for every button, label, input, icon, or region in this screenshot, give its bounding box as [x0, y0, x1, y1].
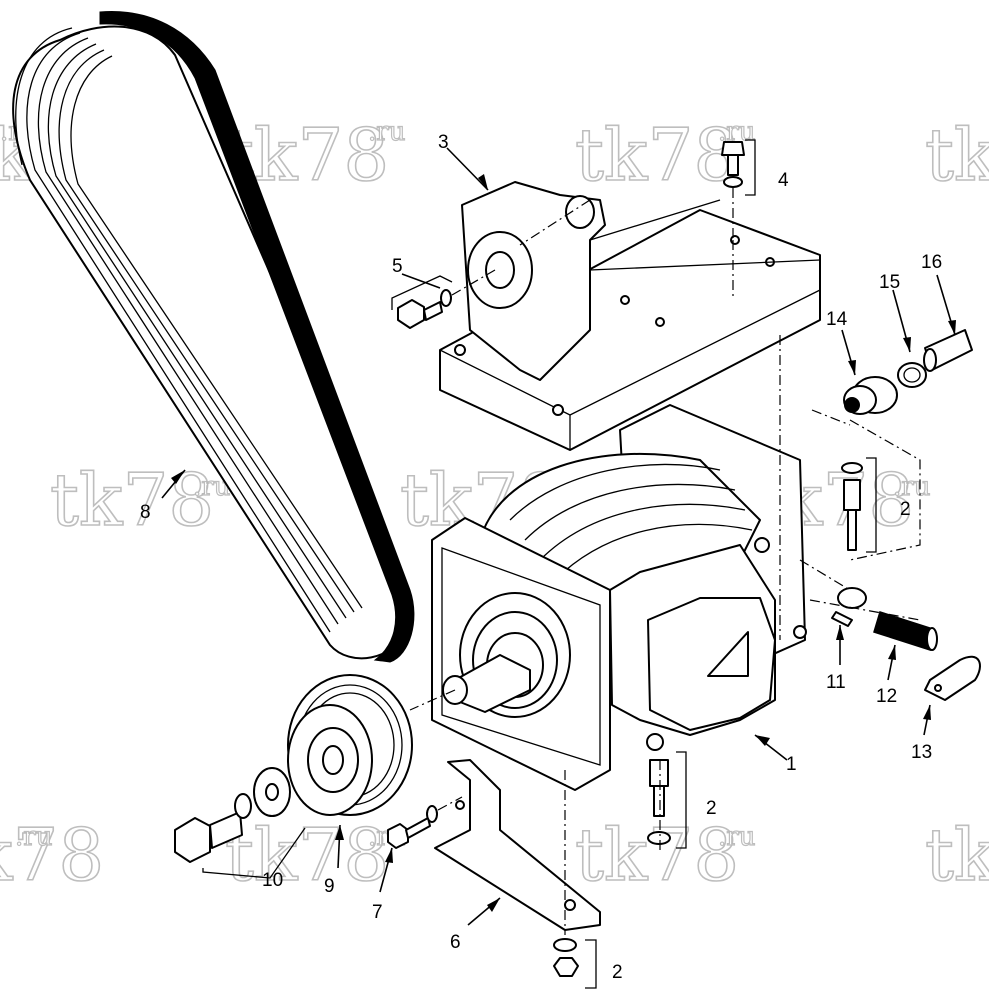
ferrule: [897, 362, 927, 388]
sleeve: [873, 611, 938, 652]
callout-3: 3: [438, 132, 449, 153]
watermark: tk78 .ru: [49, 457, 231, 543]
callout-4: 4: [778, 170, 789, 191]
callout-10: 10: [262, 870, 283, 891]
bolt-and-washer-top: [721, 139, 756, 240]
bolt-set-right: [841, 457, 877, 553]
svg-text:tk78: tk78: [925, 813, 989, 897]
leader-lines: [161, 147, 956, 926]
svg-text:.ru: .ru: [718, 822, 755, 852]
svg-text:tk78: tk78: [575, 113, 739, 197]
svg-text:tk78: tk78: [50, 458, 214, 542]
bolt-set-bottom: [647, 751, 687, 849]
callout-13: 13: [911, 742, 932, 763]
callout-6: 6: [450, 932, 461, 953]
svg-text:tk78: tk78: [925, 113, 989, 197]
pulley-bolt-and-washers: [174, 767, 306, 879]
p-clamp: [924, 655, 981, 701]
watermark: tk78 .ru: [574, 112, 756, 198]
callout-2: 2: [900, 499, 911, 520]
assembly-lines: [409, 199, 921, 935]
svg-text:tk78: tk78: [0, 813, 104, 897]
callout-labels: 1 2 2 2 3 4 5 6 7 8 9 10 11 12 13 14 15 …: [140, 132, 942, 983]
callout-14: 14: [826, 309, 848, 330]
callout-5: 5: [392, 256, 403, 277]
callout-12: 12: [876, 686, 897, 707]
watermark: tk78: [924, 112, 989, 198]
callout-8: 8: [140, 502, 151, 523]
nut-and-washer-bottom: [553, 938, 597, 989]
svg-text:.ru: .ru: [368, 117, 405, 147]
callout-2: 2: [706, 798, 717, 819]
svg-text:tk78: tk78: [225, 813, 389, 897]
bolt-and-washer-left: [391, 269, 496, 329]
watermark: tk78 .ru: [0, 812, 105, 898]
watermark: tk78 .ru: [224, 812, 406, 898]
hose-clamp-small: [831, 587, 867, 627]
small-bolt: [387, 796, 463, 849]
callout-15: 15: [879, 272, 900, 293]
compressor-body: [431, 404, 807, 791]
drive-belt: [12, 11, 415, 663]
watermark: tk78 .ru: [574, 812, 756, 898]
pulley: [287, 674, 413, 816]
callout-9: 9: [324, 876, 335, 897]
svg-text:.ru: .ru: [893, 472, 930, 502]
watermark: tk78: [924, 812, 989, 898]
callout-16: 16: [921, 252, 942, 273]
callout-11: 11: [826, 672, 846, 693]
mounting-bracket: [439, 181, 821, 451]
svg-text:.ru: .ru: [15, 822, 52, 852]
callout-1: 1: [786, 754, 797, 775]
hose: [923, 329, 973, 372]
svg-text:.ru: .ru: [193, 472, 230, 502]
callout-7: 7: [372, 902, 383, 923]
hose-fitting: [843, 376, 898, 415]
svg-text:tk78: tk78: [575, 813, 739, 897]
callout-2: 2: [612, 962, 623, 983]
